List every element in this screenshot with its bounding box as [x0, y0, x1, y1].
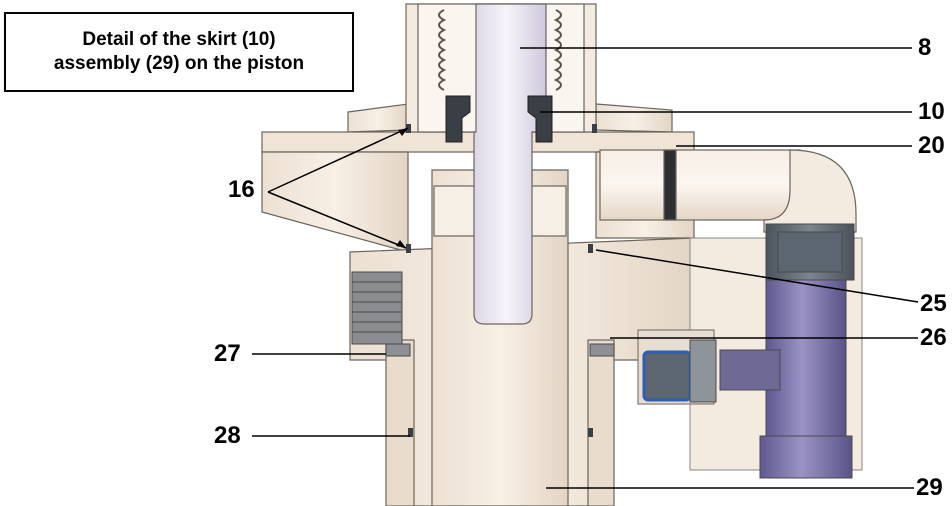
leader-lines	[252, 47, 919, 489]
title-line-2: assembly (29) on the piston	[53, 53, 305, 74]
solenoid-valve	[689, 223, 863, 479]
title-box: Detail of the skirt (10) assembly (29) o…	[4, 12, 354, 92]
elbow-pipe	[599, 149, 857, 233]
skirt-seal	[445, 95, 553, 143]
ribbed-filter	[351, 271, 403, 345]
spring	[438, 9, 562, 91]
callout-27: 27	[214, 340, 241, 367]
callout-26: 26	[920, 324, 947, 351]
callout-28: 28	[214, 422, 241, 449]
callout-16: 16	[228, 176, 255, 203]
piston-rod	[473, 3, 547, 325]
o-rings	[406, 124, 597, 437]
seat-ring	[385, 343, 615, 357]
callout-20: 20	[918, 132, 945, 159]
callout-8: 8	[918, 34, 932, 61]
title-line-1: Detail of the skirt (10)	[82, 29, 276, 50]
callout-25: 25	[920, 290, 947, 317]
callout-29: 29	[916, 474, 943, 501]
callout-10: 10	[918, 98, 945, 125]
push-fit-connector	[637, 329, 717, 405]
